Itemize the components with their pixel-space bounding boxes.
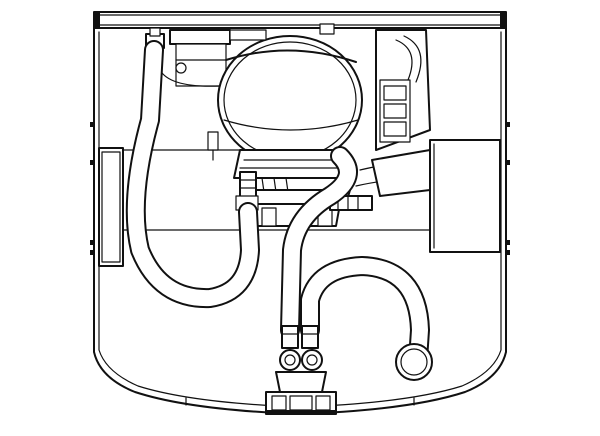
bottom-valve (265, 325, 337, 415)
right-mechanism (355, 29, 431, 197)
left-side-panel (98, 147, 124, 267)
hoses (125, 40, 430, 370)
top-bracket (159, 29, 231, 87)
right-side-panel (429, 139, 501, 253)
hose-end-cap (395, 343, 433, 381)
top-bar (93, 11, 507, 29)
